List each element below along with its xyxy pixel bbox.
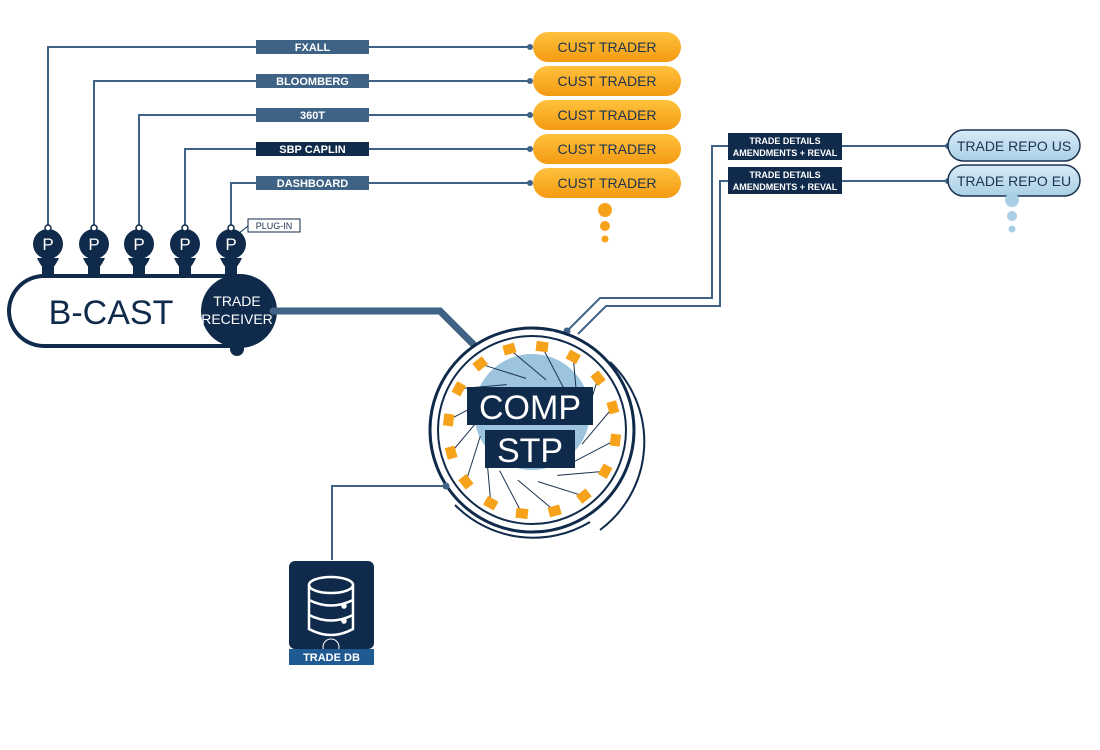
svg-text:TRADE DETAILS: TRADE DETAILS <box>749 170 820 180</box>
venue-dashboard[interactable]: DASHBOARD <box>256 176 369 190</box>
engine-spoke <box>557 470 606 476</box>
svg-text:TRADE REPO US: TRADE REPO US <box>957 138 1071 154</box>
cust-trader-5[interactable]: CUST TRADER <box>533 168 681 198</box>
engine-spoke <box>479 363 527 379</box>
connector-fxall <box>47 46 530 228</box>
venue-label-bloomberg: BLOOMBERG <box>276 76 349 88</box>
engine-teeth <box>442 340 622 520</box>
connector-sbp-caplin <box>184 148 530 228</box>
engine-spoke <box>581 407 614 445</box>
engine-tooth <box>444 445 458 460</box>
trade-repo-eu[interactable]: TRADE REPO EU <box>947 164 1081 197</box>
plugin-2[interactable]: P <box>79 224 109 276</box>
engine-tooth <box>606 400 620 415</box>
svg-text:TRADE REPO EU: TRADE REPO EU <box>957 173 1071 189</box>
engine-spoke <box>572 439 616 463</box>
plugin-5[interactable]: P <box>216 224 246 276</box>
engine-spoke <box>509 348 547 381</box>
venue-360t[interactable]: 360T <box>256 108 369 122</box>
more-traders-dots <box>598 203 612 243</box>
trade-db[interactable]: TRADE DB <box>289 561 374 665</box>
engine-tooth <box>472 356 488 372</box>
trade-details-eu[interactable]: TRADE DETAILS AMENDMENTS + REVAL <box>728 167 842 194</box>
engine-tooth <box>590 370 606 386</box>
engine-spokes <box>448 346 616 514</box>
engine-spoke <box>465 435 481 483</box>
svg-text:P: P <box>88 235 99 254</box>
bcast-to-engine-link <box>269 307 482 353</box>
more-repos-dots <box>1005 193 1019 233</box>
repo-connector-eu <box>577 180 728 335</box>
plugins: P P P P P <box>33 218 301 276</box>
repo-connectors <box>567 145 948 335</box>
svg-text:CUST TRADER: CUST TRADER <box>557 73 656 89</box>
connector-360t <box>138 114 530 228</box>
repo-connector-us <box>567 145 728 331</box>
engine-tooth <box>597 463 613 479</box>
engine-to-db-link <box>331 485 446 560</box>
svg-text:AMENDMENTS + REVAL: AMENDMENTS + REVAL <box>733 148 838 158</box>
venue-label-dashboard: DASHBOARD <box>277 178 349 190</box>
plugin-1[interactable]: P <box>33 224 63 276</box>
svg-text:CUST TRADER: CUST TRADER <box>557 175 656 191</box>
plugin-4[interactable]: P <box>170 224 200 276</box>
plugin-callout: PLUG-IN <box>237 218 301 235</box>
engine-tooth <box>576 488 592 504</box>
trade-receiver-line1: TRADE <box>213 293 260 309</box>
cust-trader-3[interactable]: CUST TRADER <box>533 100 681 130</box>
engine-tooth <box>609 433 622 447</box>
svg-text:P: P <box>179 235 190 254</box>
svg-text:CUST TRADER: CUST TRADER <box>557 107 656 123</box>
connector-dashboard <box>230 182 530 228</box>
engine-tooth <box>483 495 499 511</box>
venue-connectors <box>47 46 530 228</box>
cust-trader-1[interactable]: CUST TRADER <box>533 32 681 62</box>
engine-tooth <box>565 349 581 365</box>
engine-spoke <box>458 384 507 390</box>
venue-label-360t: 360T <box>300 110 325 122</box>
trade-details-us[interactable]: TRADE DETAILS AMENDMENTS + REVAL <box>728 133 842 160</box>
venue-labels: FXALL BLOOMBERG 360T SBP CAPLIN DASHBOAR… <box>256 40 369 190</box>
venue-label-fxall: FXALL <box>295 42 331 54</box>
engine-spoke <box>537 481 585 497</box>
svg-text:TRADE DETAILS: TRADE DETAILS <box>749 136 820 146</box>
engine-tooth <box>515 507 529 520</box>
bcast-node[interactable]: B-CAST TRADE RECEIVER <box>7 256 277 356</box>
svg-text:CUST TRADER: CUST TRADER <box>557 141 656 157</box>
venue-bloomberg[interactable]: BLOOMBERG <box>256 74 369 88</box>
engine-tooth <box>502 342 517 356</box>
trade-repo-us[interactable]: TRADE REPO US <box>947 129 1081 162</box>
cust-traders: CUST TRADER CUST TRADER CUST TRADER CUST… <box>533 32 681 243</box>
engine-spoke <box>499 470 523 514</box>
venue-fxall[interactable]: FXALL <box>256 40 369 54</box>
trade-receiver-line2: RECEIVER <box>201 311 273 327</box>
trade-db-label: TRADE DB <box>303 652 360 664</box>
comp-stp-engine[interactable]: COMP STP <box>428 326 646 539</box>
svg-text:P: P <box>225 235 236 254</box>
cust-trader-4[interactable]: CUST TRADER <box>533 134 681 164</box>
engine-line1: COMP <box>479 389 581 427</box>
cust-trader-2[interactable]: CUST TRADER <box>533 66 681 96</box>
engine-tooth <box>535 340 549 353</box>
svg-text:AMENDMENTS + REVAL: AMENDMENTS + REVAL <box>733 182 838 192</box>
plugin-3[interactable]: P <box>124 224 154 276</box>
engine-tooth <box>451 381 467 397</box>
plugin-callout-label: PLUG-IN <box>256 221 293 231</box>
engine-spoke <box>541 346 565 390</box>
database-icon <box>307 575 355 637</box>
engine-tooth <box>547 504 562 518</box>
engine-tooth <box>442 413 455 427</box>
bcast-title: B-CAST <box>49 294 174 332</box>
engine-tooth <box>458 474 474 490</box>
venue-sbp-caplin[interactable]: SBP CAPLIN <box>256 142 369 156</box>
engine-line2: STP <box>497 432 563 470</box>
engine-spoke <box>517 479 555 512</box>
svg-text:CUST TRADER: CUST TRADER <box>557 39 656 55</box>
svg-text:P: P <box>133 235 144 254</box>
connector-bloomberg <box>93 80 530 228</box>
svg-text:P: P <box>42 235 53 254</box>
venue-label-sbp-caplin: SBP CAPLIN <box>279 144 345 156</box>
